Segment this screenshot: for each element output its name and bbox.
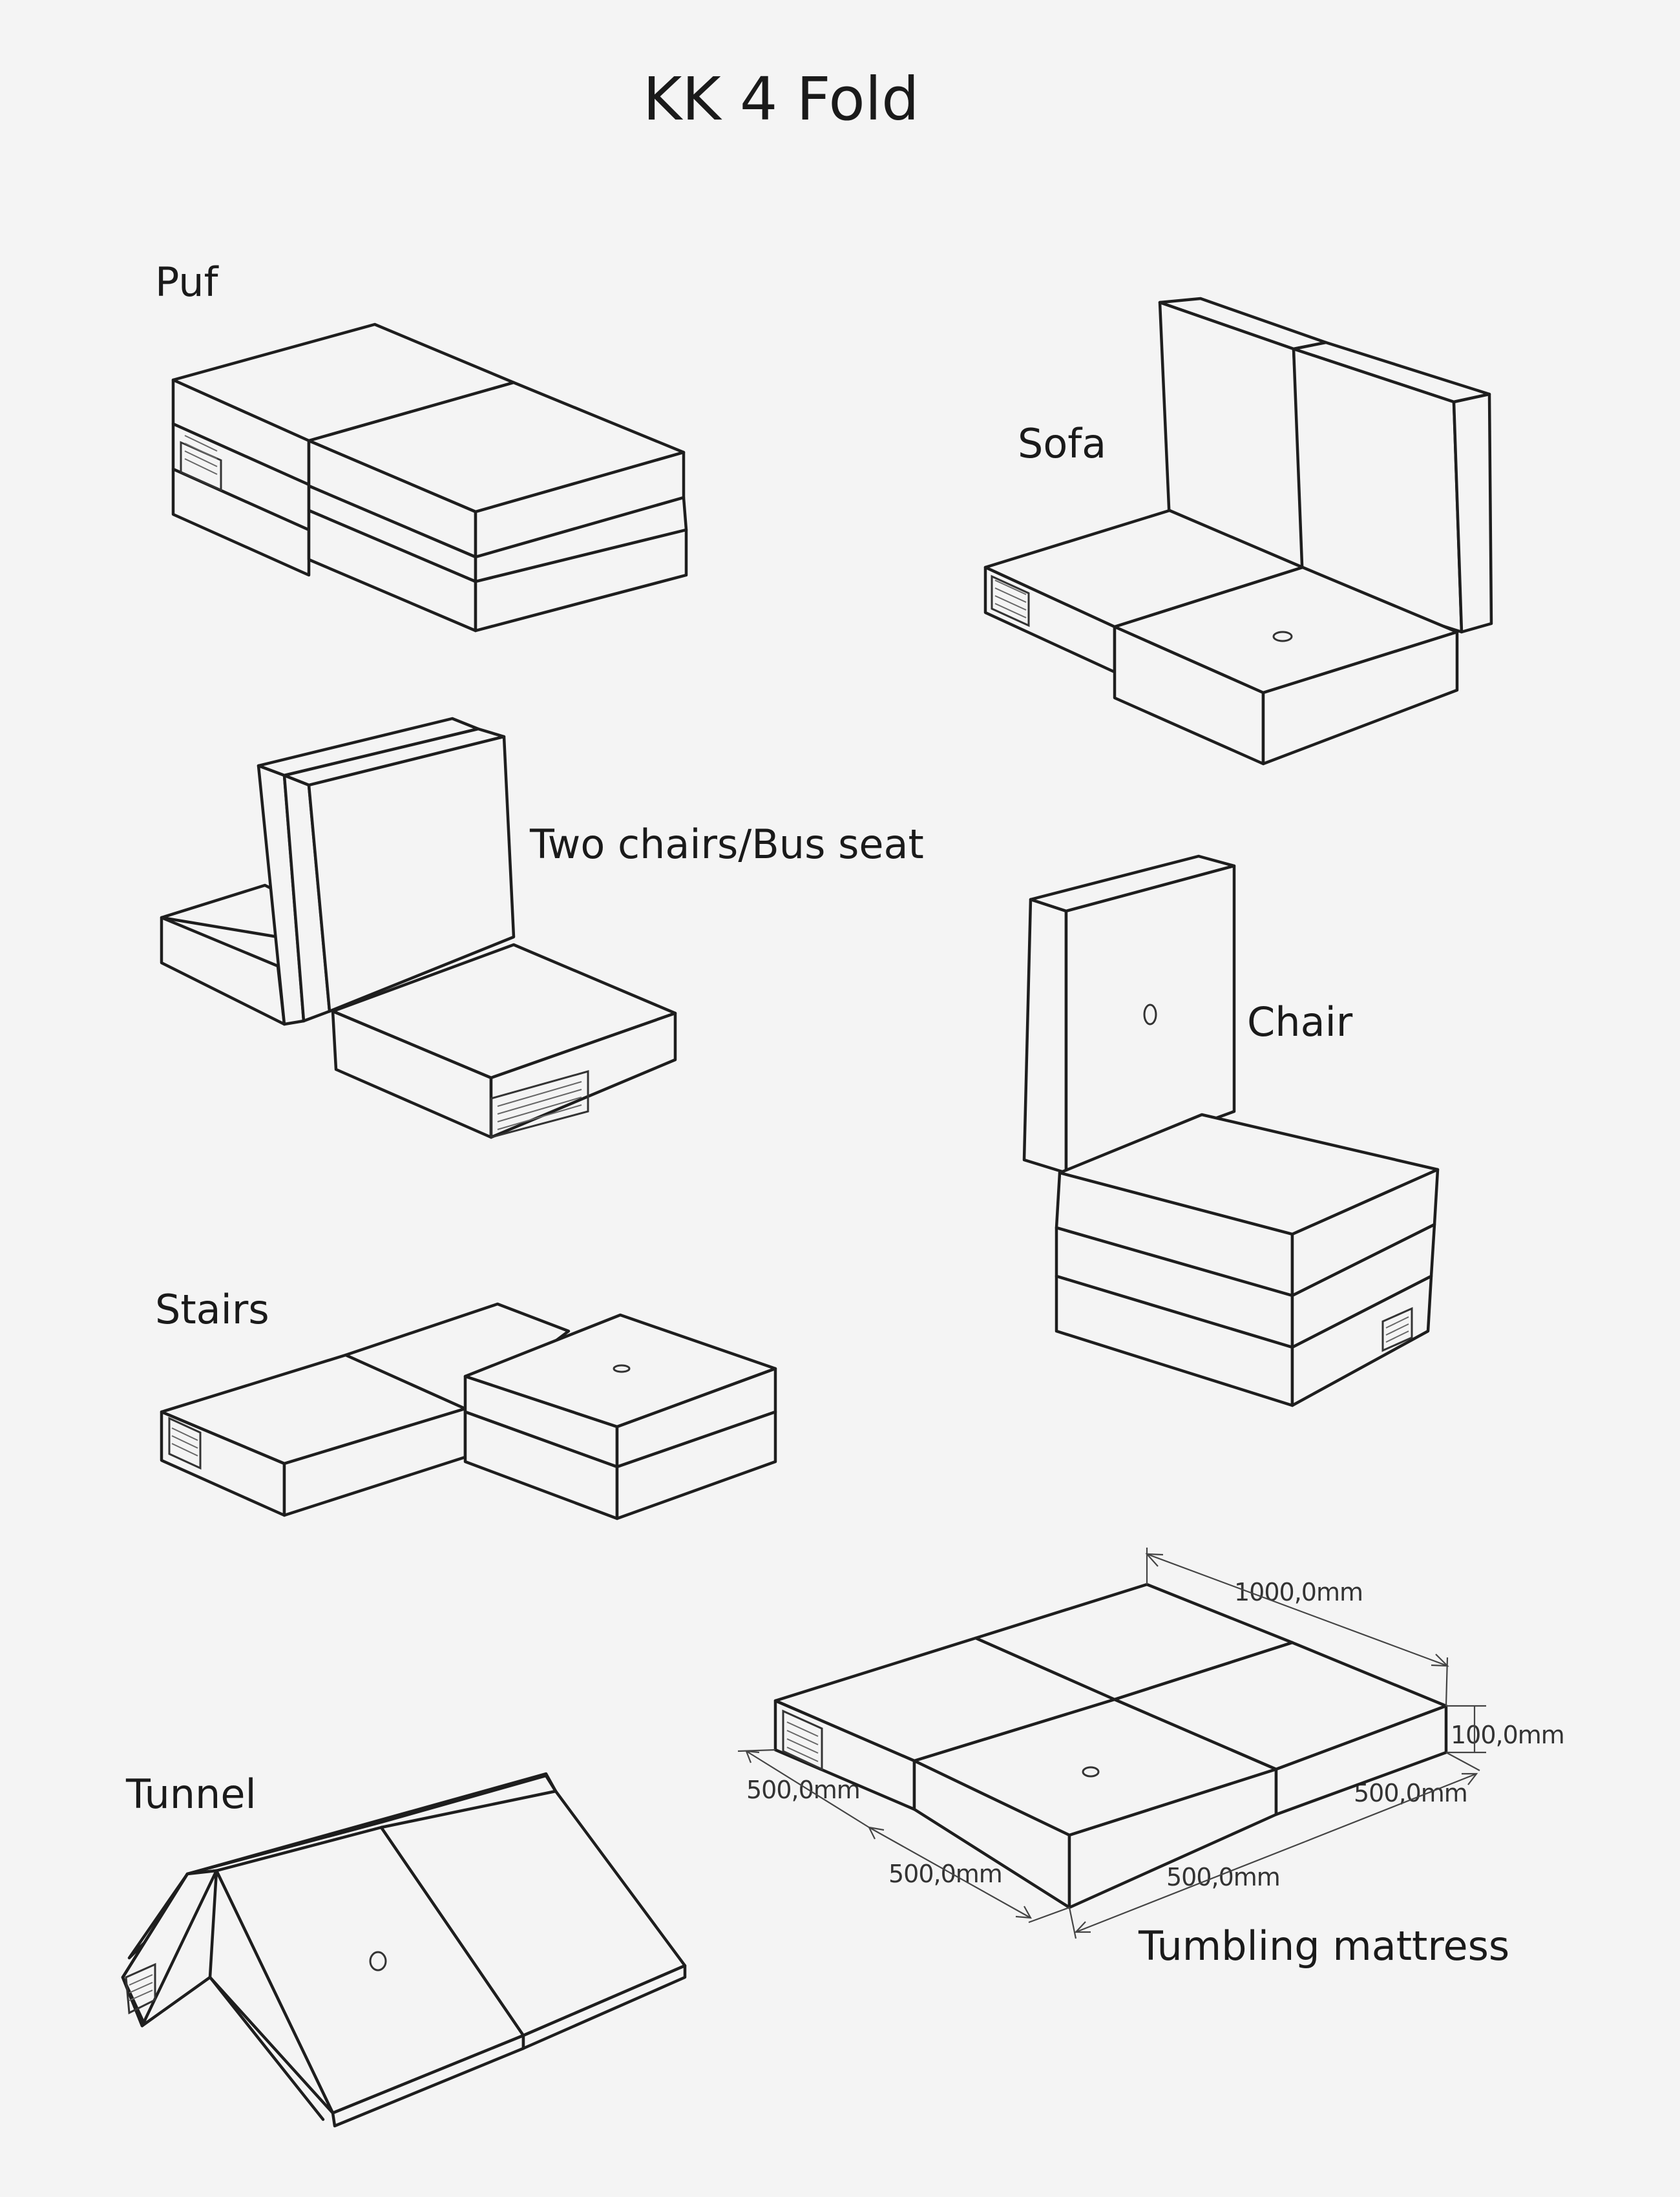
label-two-chairs: Two chairs/Bus seat: [530, 821, 924, 868]
puf-drawing: [171, 322, 688, 633]
dim-right-back-text: 500,0mm: [1354, 1779, 1468, 1807]
label-tumbling-mattress: Tumbling mattress: [1139, 1922, 1510, 1970]
label-tunnel: Tunnel: [126, 1771, 257, 1818]
tunnel-drawing: [121, 1772, 687, 2128]
dim-height-text: 100,0mm: [1451, 1721, 1565, 1749]
stairs-drawing: [160, 1302, 777, 1520]
two-chairs-drawing: [160, 717, 677, 1139]
sofa-drawing: [983, 297, 1493, 766]
dim-left-front-text: 500,0mm: [888, 1860, 1003, 1888]
dimension-lines: [737, 1548, 1486, 1939]
dim-length-text: 1000,0mm: [1234, 1578, 1363, 1606]
diagram-title: KK 4 Fold: [643, 65, 919, 134]
chair-drawing: [1022, 854, 1440, 1407]
tumbling-mattress-drawing: [737, 1548, 1486, 1939]
label-sofa: Sofa: [1018, 420, 1107, 467]
label-chair: Chair: [1247, 998, 1353, 1046]
dim-left-back-text: 500,0mm: [746, 1776, 861, 1804]
label-stairs: Stairs: [155, 1286, 269, 1333]
label-puf: Puf: [155, 258, 218, 306]
dim-right-front-text: 500,0mm: [1166, 1863, 1281, 1891]
